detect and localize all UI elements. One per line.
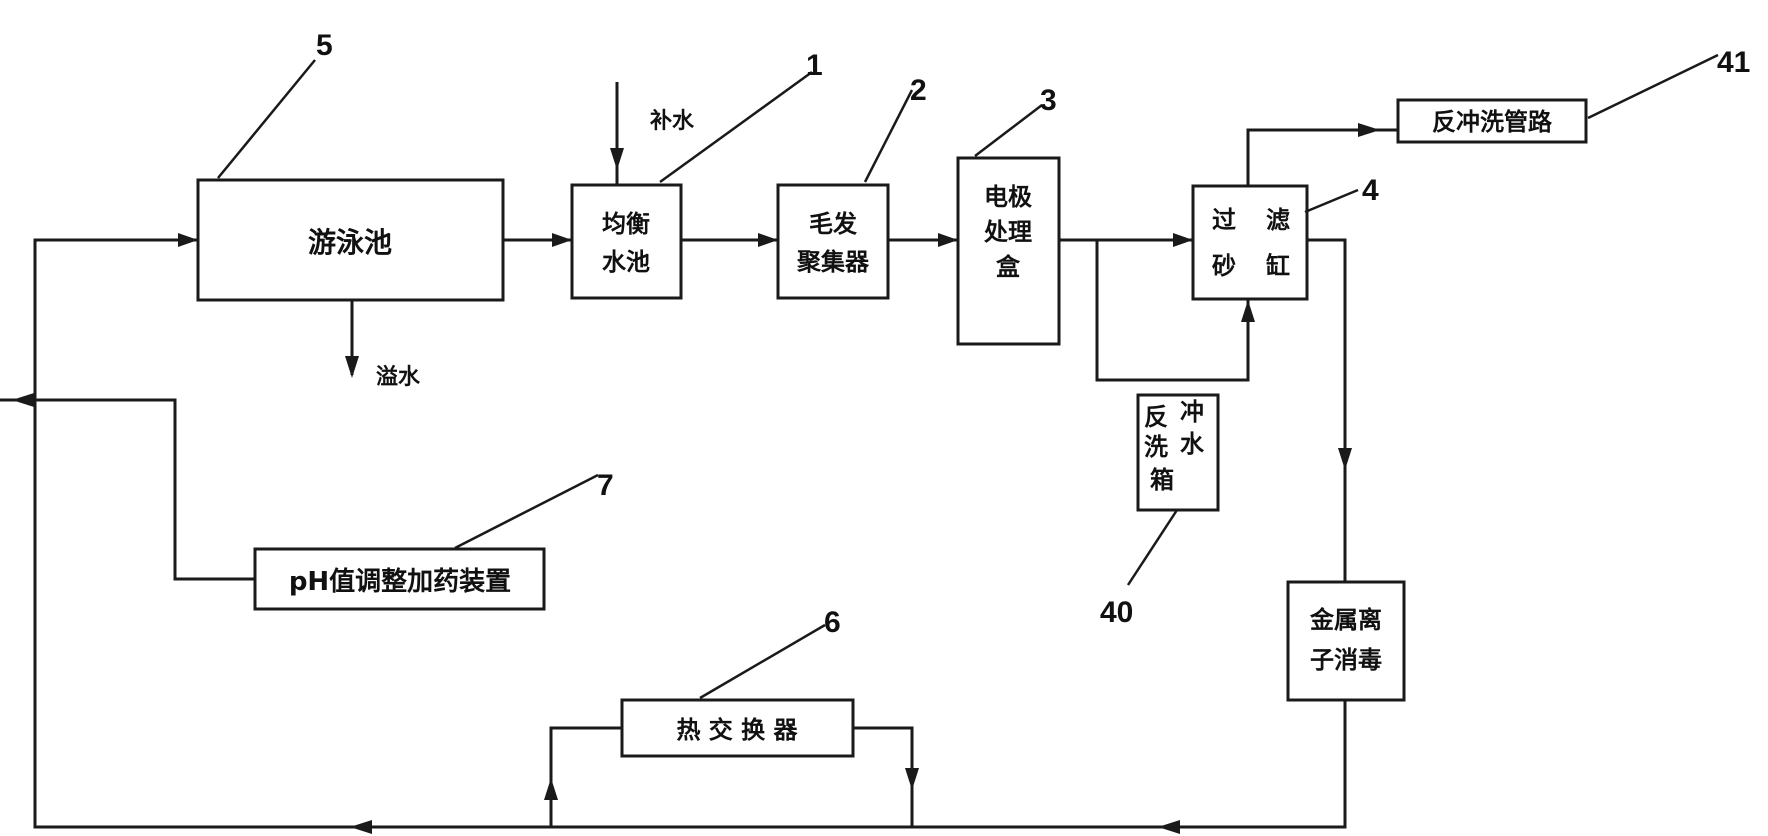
arrow-bottom-left-1 [1158,820,1180,834]
backwash-tank-label-2: 冲 [1180,398,1204,426]
electrode-label-3: 盒 [995,253,1021,281]
sand-label-1: 过 [1212,206,1236,234]
arrow-into-hair [758,233,778,247]
leader-6 [699,623,826,700]
metal-ion-label-2: 子消毒 [1310,646,1382,674]
overflow-water-label: 溢水 [376,364,421,390]
hair-label-2: 聚集器 [796,248,870,276]
arrow-into-filter [1173,233,1193,247]
makeup-water-label: 补水 [649,109,695,134]
electrode-label-1: 电极 [984,183,1032,211]
arrow-overflow-down [345,356,359,378]
sand-label-2: 滤 [1266,206,1290,234]
ref-number-41: 41 [1717,46,1750,79]
ref-number-7: 7 [597,469,614,502]
heat-exchanger-out-line [853,726,914,827]
backwash-tank-label-5: 箱 [1150,466,1174,494]
ref-number-4: 4 [1362,174,1379,207]
leader-7 [454,473,599,550]
backwash-tank-label-1: 反 [1144,403,1168,431]
ph-device-box [253,547,546,611]
ref-number-1: 1 [806,49,823,82]
arrow-into-electrode [938,233,958,247]
backwash-tank-box [1136,393,1220,512]
arrow-ph-left [12,393,34,407]
sand-label-3: 砂 [1212,252,1236,280]
heat-exchanger-label: 热 交 换 器 [676,716,798,744]
arrow-hx-down [905,768,919,790]
heat-exchanger-in-line [549,726,622,827]
arrow-bottom-left-2 [350,820,372,834]
balance-tank-box [570,183,683,300]
balance-label-1: 均衡 [602,210,650,238]
backwash-pipe-label: 反冲洗管路 [1432,108,1553,136]
leader-3 [974,104,1043,157]
ref-number-2: 2 [910,74,927,107]
leader-1 [659,70,813,184]
arrow-into-pool [178,233,198,247]
metal-ion-label-1: 金属离 [1309,606,1382,634]
backwash-pipe-box [1396,98,1588,144]
arrow-makeup-down [610,148,624,170]
backwash-bypass-line [1095,240,1250,382]
balance-label-2: 水池 [602,248,650,276]
arrow-into-balance [552,233,572,247]
electrode-label-2: 处理 [983,218,1032,246]
ref-number-5: 5 [316,29,333,62]
backwash-tank-label-4: 水 [1180,430,1205,458]
arrow-hx-up [544,778,558,800]
ph-dosing-line [0,398,255,581]
ref-number-6: 6 [824,606,841,639]
ref-number-40: 40 [1100,596,1133,629]
filter-to-metal-ion-line [1307,238,1347,582]
leader-40 [1126,509,1179,586]
backwash-tank-label-3: 洗 [1144,433,1168,461]
filter-to-backwash-pipe-line [1246,128,1398,186]
sand-filter-box [1191,184,1309,301]
arrow-down-to-metal [1338,448,1352,470]
electrode-box [956,156,1061,346]
pool-label: 游泳池 [308,226,392,259]
arrow-bypass-up [1241,300,1255,322]
pool-box [196,178,505,302]
leader-2 [863,89,914,183]
leader-4 [1304,188,1359,214]
ref-number-3: 3 [1040,84,1057,117]
leader-5 [217,59,316,179]
main-return-line [33,238,1347,829]
hair-label-1: 毛发 [809,210,857,238]
leader-41 [1587,53,1719,120]
ph-device-label: pH值调整加药装置 [289,566,511,597]
arrow-to-backwash-pipe [1358,123,1380,137]
hair-collector-box [776,183,890,300]
metal-ion-box [1286,580,1406,702]
sand-label-4: 缸 [1266,252,1290,280]
